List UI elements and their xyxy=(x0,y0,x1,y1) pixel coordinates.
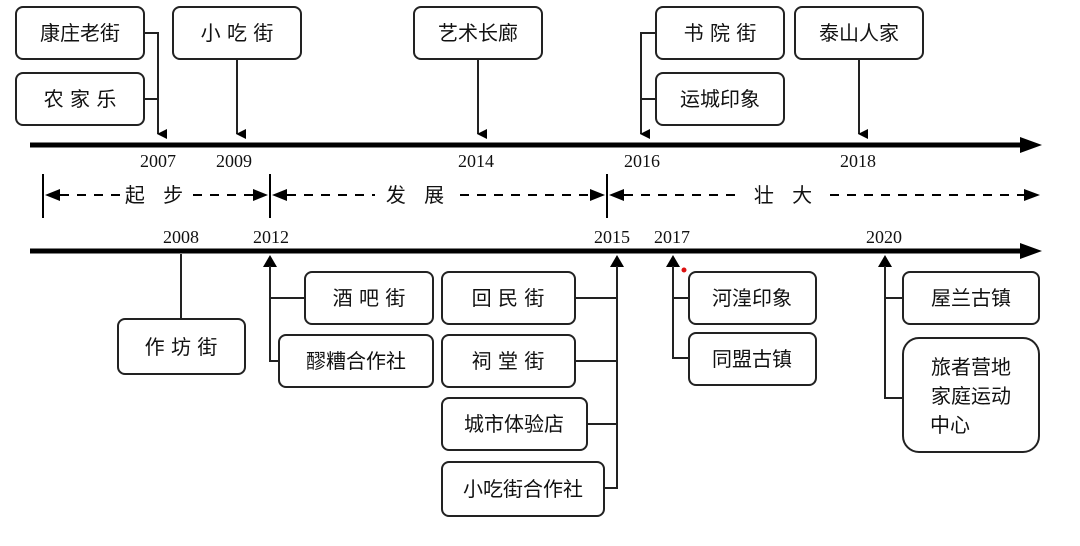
box-nongjiale: 农 家 乐 xyxy=(15,72,145,126)
box-xiaochi-street: 小 吃 街 xyxy=(172,6,302,60)
year-2015: 2015 xyxy=(594,227,630,247)
phase-start-left-arrow xyxy=(45,189,60,201)
phase-develop-right-arrow xyxy=(590,189,605,201)
connector-2007 xyxy=(144,32,167,139)
phase-develop-left-arrow xyxy=(272,189,287,201)
box-traveler-line2: 家庭运动 xyxy=(931,384,1011,408)
box-city-experience-label: 城市体验店 xyxy=(464,412,564,436)
year-2007: 2007 xyxy=(140,151,176,171)
box-city-experience-store: 城市体验店 xyxy=(441,397,588,451)
box-hehuang-impression: 河湟印象 xyxy=(688,271,817,325)
year-2017: 2017 xyxy=(654,227,690,247)
box-hehuang-label: 河湟印象 xyxy=(712,286,792,310)
box-kangzhuang-label: 康庄老街 xyxy=(40,21,120,45)
box-yuncheng-impression: 运城印象 xyxy=(655,72,785,126)
box-bar-street-label: 酒 吧 街 xyxy=(333,286,406,310)
connector-2017 xyxy=(672,266,689,359)
year-2008: 2008 xyxy=(163,227,199,247)
phase-grow-left-arrow xyxy=(609,189,624,201)
box-art-gallery-label: 艺术长廊 xyxy=(438,21,518,45)
box-wulan-label: 屋兰古镇 xyxy=(931,286,1011,310)
arrow-2015 xyxy=(610,255,624,267)
phase-grow-right-arrow xyxy=(1024,189,1040,201)
box-wulan-town: 屋兰古镇 xyxy=(902,271,1040,325)
year-2018: 2018 xyxy=(840,151,876,171)
box-shuyuan-street: 书 院 街 xyxy=(655,6,785,60)
bottom-axis-arrowhead xyxy=(1020,243,1042,259)
box-taishan-label: 泰山人家 xyxy=(819,21,899,45)
box-bar-street: 酒 吧 街 xyxy=(304,271,434,325)
top-axis-arrowhead xyxy=(1020,137,1042,153)
box-taishan-family: 泰山人家 xyxy=(794,6,924,60)
year-2016: 2016 xyxy=(624,151,660,171)
connector-2020 xyxy=(884,266,903,399)
box-lizao-label: 醪糟合作社 xyxy=(306,349,406,373)
box-snack-street-coop: 小吃街合作社 xyxy=(441,461,605,517)
box-citang-label: 祠 堂 街 xyxy=(472,349,545,373)
connector-2012 xyxy=(269,266,279,362)
box-snack-coop-label: 小吃街合作社 xyxy=(463,477,583,501)
phase-row: 起 步 发 展 壮 大 xyxy=(42,174,1040,218)
year-2012: 2012 xyxy=(253,227,289,247)
box-citang-street: 祠 堂 街 xyxy=(441,334,576,388)
box-xiaochi-label: 小 吃 街 xyxy=(201,21,274,45)
phase-develop-label: 发 展 xyxy=(386,183,450,207)
box-kangzhuang-street: 康庄老街 xyxy=(15,6,145,60)
box-traveler-line1: 旅者营地 xyxy=(931,355,1011,379)
connector-2016 xyxy=(640,32,656,139)
box-nongjiale-label: 农 家 乐 xyxy=(44,87,117,111)
box-zuofang-label: 作 坊 街 xyxy=(145,335,218,359)
box-yuncheng-label: 运城印象 xyxy=(680,87,760,111)
phase-start-right-arrow xyxy=(253,189,268,201)
year-2020: 2020 xyxy=(866,227,902,247)
box-zuofang-street: 作 坊 街 xyxy=(117,318,246,375)
year-2014: 2014 xyxy=(458,151,494,171)
box-shuyuan-label: 书 院 街 xyxy=(684,21,757,45)
phase-grow-label: 壮 大 xyxy=(754,183,818,207)
year-2009: 2009 xyxy=(216,151,252,171)
box-huimin-street: 回 民 街 xyxy=(441,271,576,325)
box-traveler-line3: 中心 xyxy=(930,413,970,437)
connector-2015 xyxy=(604,266,618,489)
arrow-2020 xyxy=(878,255,892,267)
red-dot-mark xyxy=(681,267,687,273)
box-tongmeng-town: 同盟古镇 xyxy=(688,332,817,386)
box-art-gallery: 艺术长廊 xyxy=(413,6,543,60)
box-lizao-coop: 醪糟合作社 xyxy=(278,334,434,388)
box-huimin-label: 回 民 街 xyxy=(472,286,545,310)
phase-start-label: 起 步 xyxy=(125,183,189,207)
box-tongmeng-label: 同盟古镇 xyxy=(712,347,792,371)
arrow-2017 xyxy=(666,255,680,267)
arrow-2012 xyxy=(263,255,277,267)
box-traveler-camp-family-sports-center: 旅者营地 家庭运动 中心 xyxy=(902,337,1040,453)
